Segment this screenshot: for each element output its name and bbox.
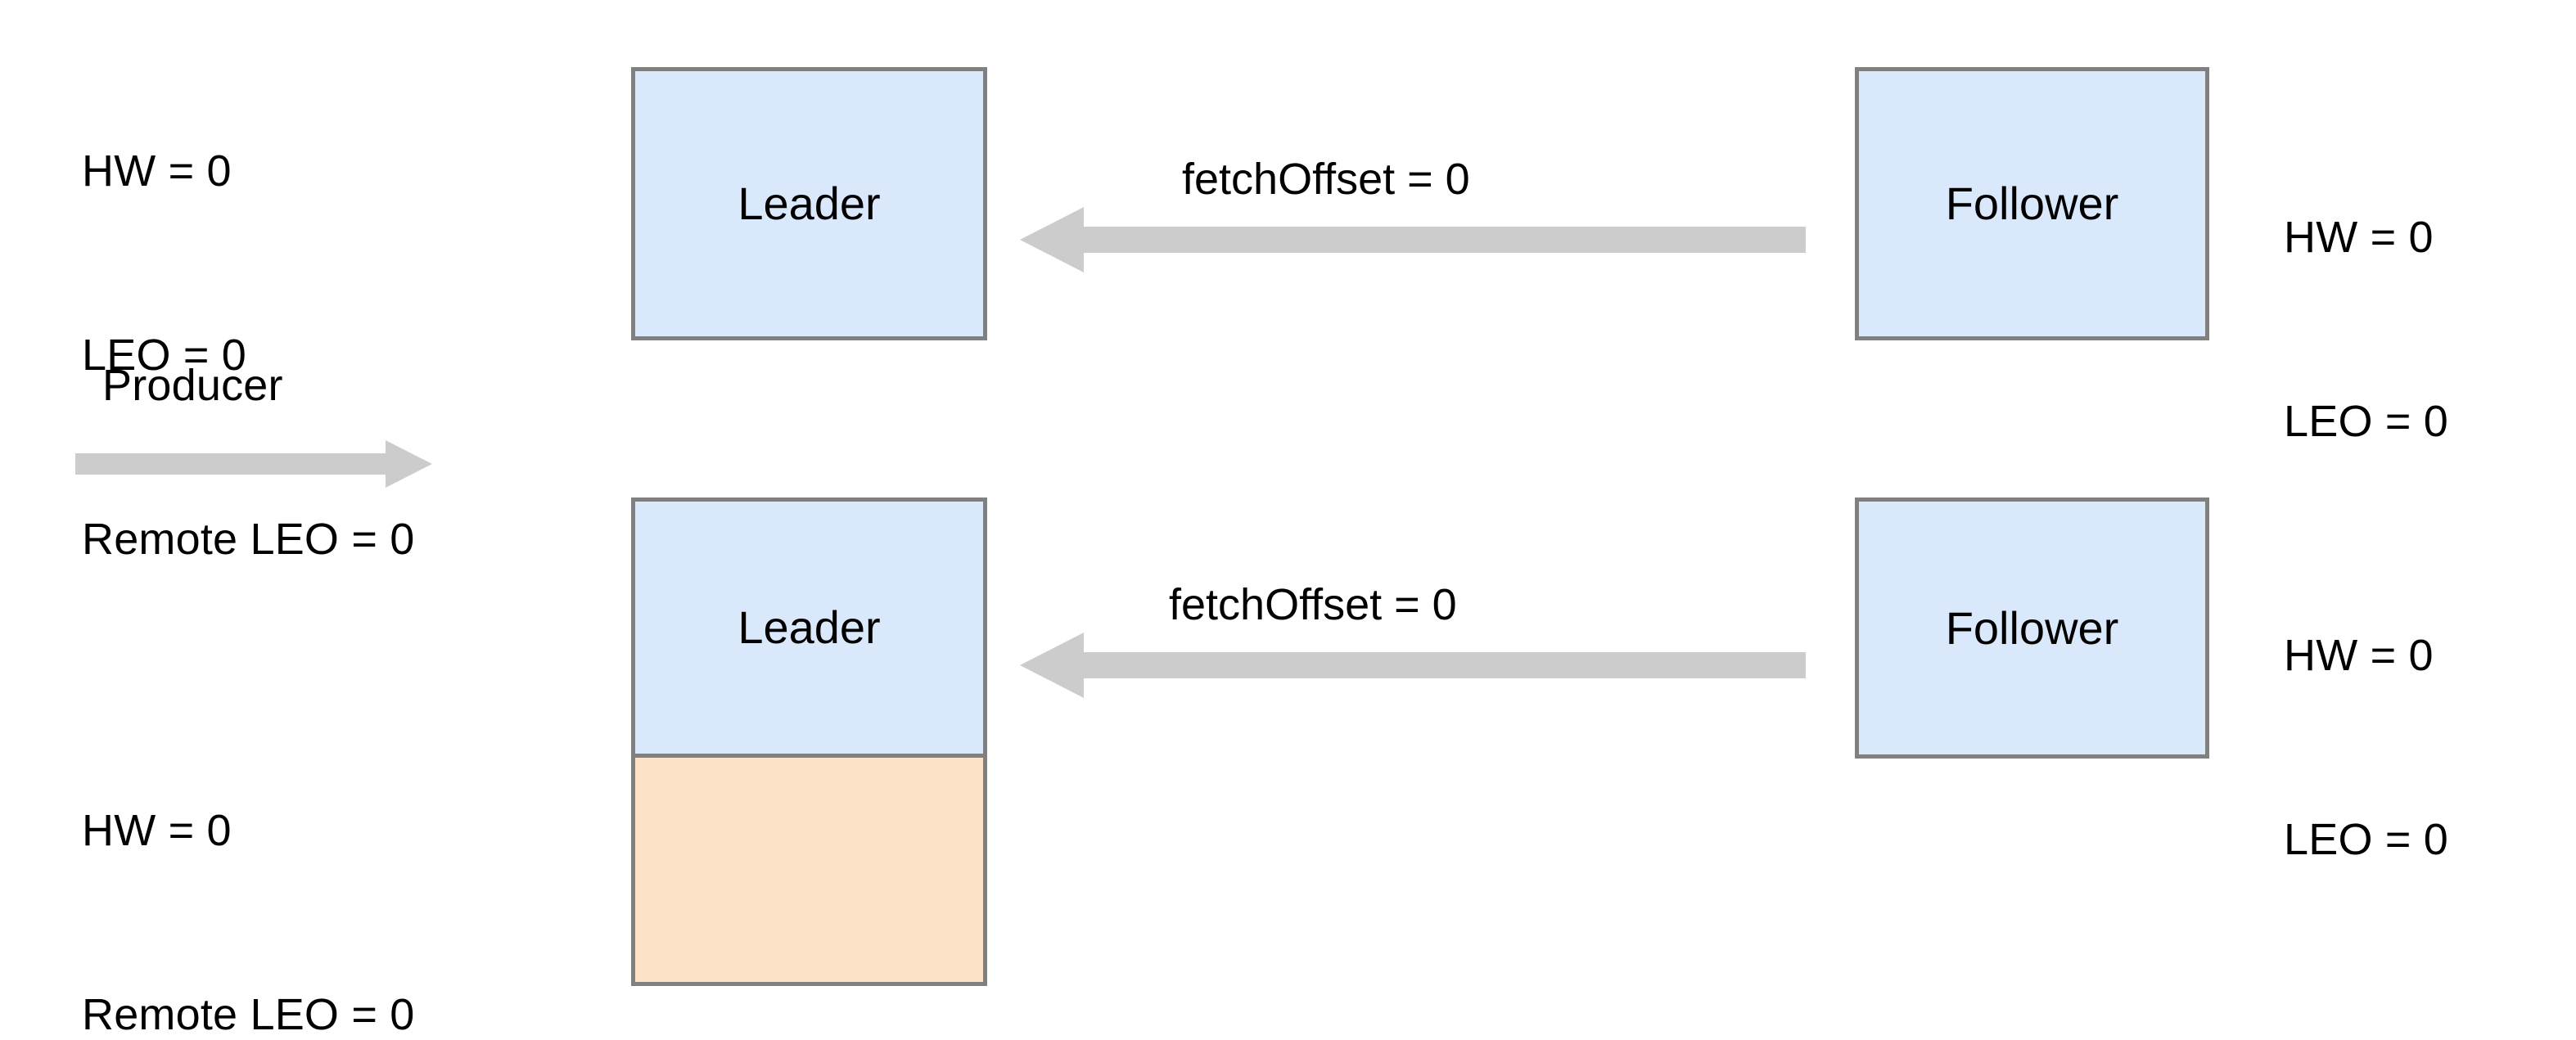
row1-leader-box[interactable]: Leader	[631, 67, 987, 340]
row2-follower-box[interactable]: Follower	[1855, 497, 2209, 759]
row1-follower-state-labels: HW = 0 LEO = 0	[2284, 84, 2448, 575]
row2-leader-hw-label: HW = 0	[82, 806, 232, 855]
row1-leader-state-labels: HW = 0 LEO = 0 Remote LEO = 0	[82, 18, 415, 693]
row1-leader-leo-label: LEO = 0	[82, 331, 247, 380]
row2-leader-box-label: Leader	[738, 601, 881, 653]
row2-follower-leo-label: LEO = 0	[2284, 815, 2449, 864]
row1-follower-box-label: Follower	[1945, 178, 2119, 229]
row2-fetch-offset-label: fetchOffset = 0	[1169, 580, 1457, 629]
row1-follower-box[interactable]: Follower	[1855, 67, 2209, 340]
row2-leader-state-labels: HW = 0 Remote LEO = 0	[82, 678, 415, 1040]
producer-arrow-icon	[75, 440, 432, 488]
row2-leader-hw-divider	[635, 754, 983, 758]
producer-label: Producer	[102, 361, 283, 410]
row2-follower-box-label: Follower	[1945, 601, 2119, 654]
row2-leader-remote-leo-label: Remote LEO = 0	[82, 990, 415, 1039]
row1-leader-box-label: Leader	[738, 178, 881, 229]
row2-leader-committed-segment: Leader	[635, 502, 983, 754]
row1-fetch-offset-label: fetchOffset = 0	[1182, 155, 1470, 204]
row1-follower-leo-label: LEO = 0	[2284, 397, 2449, 446]
row2-leader-box[interactable]: Leader	[631, 497, 987, 986]
row2-follower-state-labels: HW = 0 LEO = 0	[2284, 502, 2448, 993]
row2-leader-uncommitted-segment	[635, 758, 983, 982]
row1-fetch-arrow-icon	[1020, 207, 1806, 272]
row1-leader-remote-leo-label: Remote LEO = 0	[82, 515, 415, 564]
row2-follower-hw-label: HW = 0	[2284, 631, 2434, 680]
row1-follower-hw-label: HW = 0	[2284, 213, 2434, 262]
row1-leader-hw-label: HW = 0	[82, 146, 232, 196]
row2-fetch-arrow-icon	[1020, 633, 1806, 698]
